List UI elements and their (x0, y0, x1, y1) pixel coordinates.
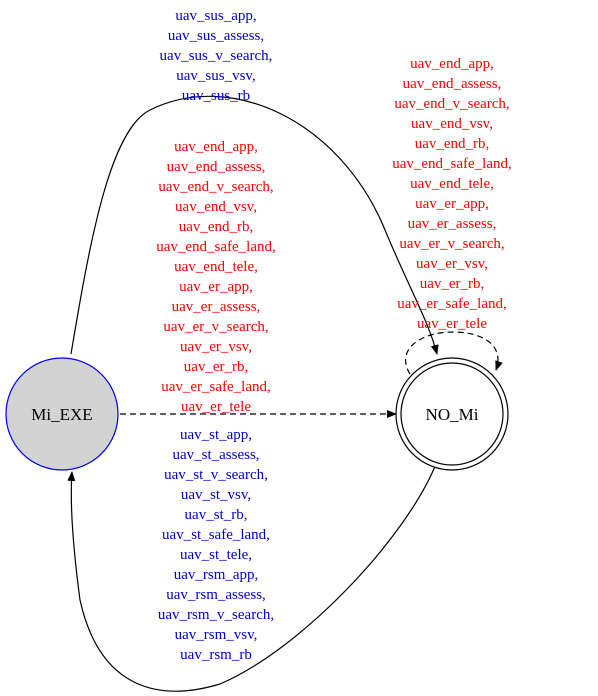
edge-label-line: uav_sus_app, (175, 8, 256, 24)
label-group-sus: uav_sus_app, uav_sus_assess, uav_sus_v_sea… (160, 8, 273, 104)
edge-label-line: uav_er_tele (181, 399, 251, 415)
label-group-st-rsm: uav_st_app, uav_st_assess, uav_st_v_search… (158, 427, 274, 663)
node-no-mi-label: NO_Mi (426, 405, 479, 424)
edge-label-line: uav_er_app, (179, 279, 253, 295)
label-group-direct: uav_end_app, uav_end_assess, uav_end_v_sea… (156, 139, 276, 415)
edge-label-line: uav_rsm_assess, (166, 587, 266, 603)
edge-label-line: uav_rsm_rb (180, 647, 252, 663)
edge-label-line: uav_rsm_app, (174, 567, 259, 583)
node-mi-exe[interactable]: Mi_EXE (5, 357, 119, 471)
edge-label-line: uav_st_tele, (180, 547, 252, 563)
edge-label-line: uav_rsm_vsv, (175, 627, 258, 643)
node-mi-exe-shape (5, 357, 119, 471)
edge-label-line: uav_st_assess, (172, 447, 259, 463)
edge-label-line: uav_er_v_search, (163, 319, 268, 335)
edge-label-line: uav_er_safe_land, (161, 379, 271, 395)
edge-label-line: uav_er_vsv, (180, 339, 252, 355)
edge-label-line: uav_sus_assess, (168, 28, 264, 44)
edge-label-line: uav_end_app, (174, 139, 258, 155)
edge-label-line: uav_end_assess, (167, 159, 266, 175)
edge-label-line: uav_end_v_search, (158, 179, 273, 195)
edge-label-line: uav_st_safe_land, (162, 527, 270, 543)
edge-label-line: uav_er_assess, (408, 216, 497, 232)
edge-label-line: uav_end_vsv, (175, 199, 257, 215)
node-mi-exe-label: Mi_EXE (31, 405, 92, 424)
edge-no-mi-to-mi-exe-lower (67, 463, 437, 692)
edge-label-line: uav_st_v_search, (164, 467, 268, 483)
edge-label-line: uav_sus_rb (182, 88, 250, 104)
edge-label-line: uav_end_rb, (179, 219, 254, 235)
edge-label-line: uav_er_assess, (172, 299, 261, 315)
edge-label-line: uav_end_vsv, (411, 116, 493, 132)
edge-label-line: uav_end_tele, (410, 176, 494, 192)
edge-label-line: uav_sus_vsv, (176, 68, 255, 84)
edge-label-line: uav_er_vsv, (416, 256, 488, 272)
edge-no-mi-self-loop (404, 331, 503, 375)
node-no-mi-inner-ring (400, 362, 504, 466)
label-group-self-loop: uav_end_app, uav_end_assess, uav_end_v_sea… (392, 56, 512, 332)
edge-label-line: uav_end_app, (410, 56, 494, 72)
node-no-mi-outer-ring (395, 357, 509, 471)
edge-label-line: uav_sus_v_search, (160, 48, 273, 64)
edge-label-line: uav_er_safe_land, (397, 296, 507, 312)
edge-label-line: uav_er_rb, (184, 359, 249, 375)
edge-mi-exe-to-no-mi-upper (70, 95, 439, 355)
edge-label-line: uav_end_safe_land, (156, 239, 276, 255)
edge-label-line: uav_er_v_search, (399, 236, 504, 252)
node-no-mi[interactable]: NO_Mi (395, 357, 509, 471)
edge-label-line: uav_er_tele (417, 316, 487, 332)
edge-label-line: uav_st_vsv, (181, 487, 251, 503)
edge-label-line: uav_end_rb, (415, 136, 490, 152)
edge-label-line: uav_er_rb, (420, 276, 485, 292)
edge-label-line: uav_end_safe_land, (392, 156, 512, 172)
edge-label-line: uav_end_assess, (403, 76, 502, 92)
edge-label-line: uav_st_app, (180, 427, 252, 443)
edge-label-line: uav_er_app, (415, 196, 489, 212)
edge-label-line: uav_end_tele, (174, 259, 258, 275)
edge-label-line: uav_end_v_search, (394, 96, 509, 112)
edge-label-line: uav_rsm_v_search, (158, 607, 274, 623)
edge-label-line: uav_st_rb, (185, 507, 248, 523)
